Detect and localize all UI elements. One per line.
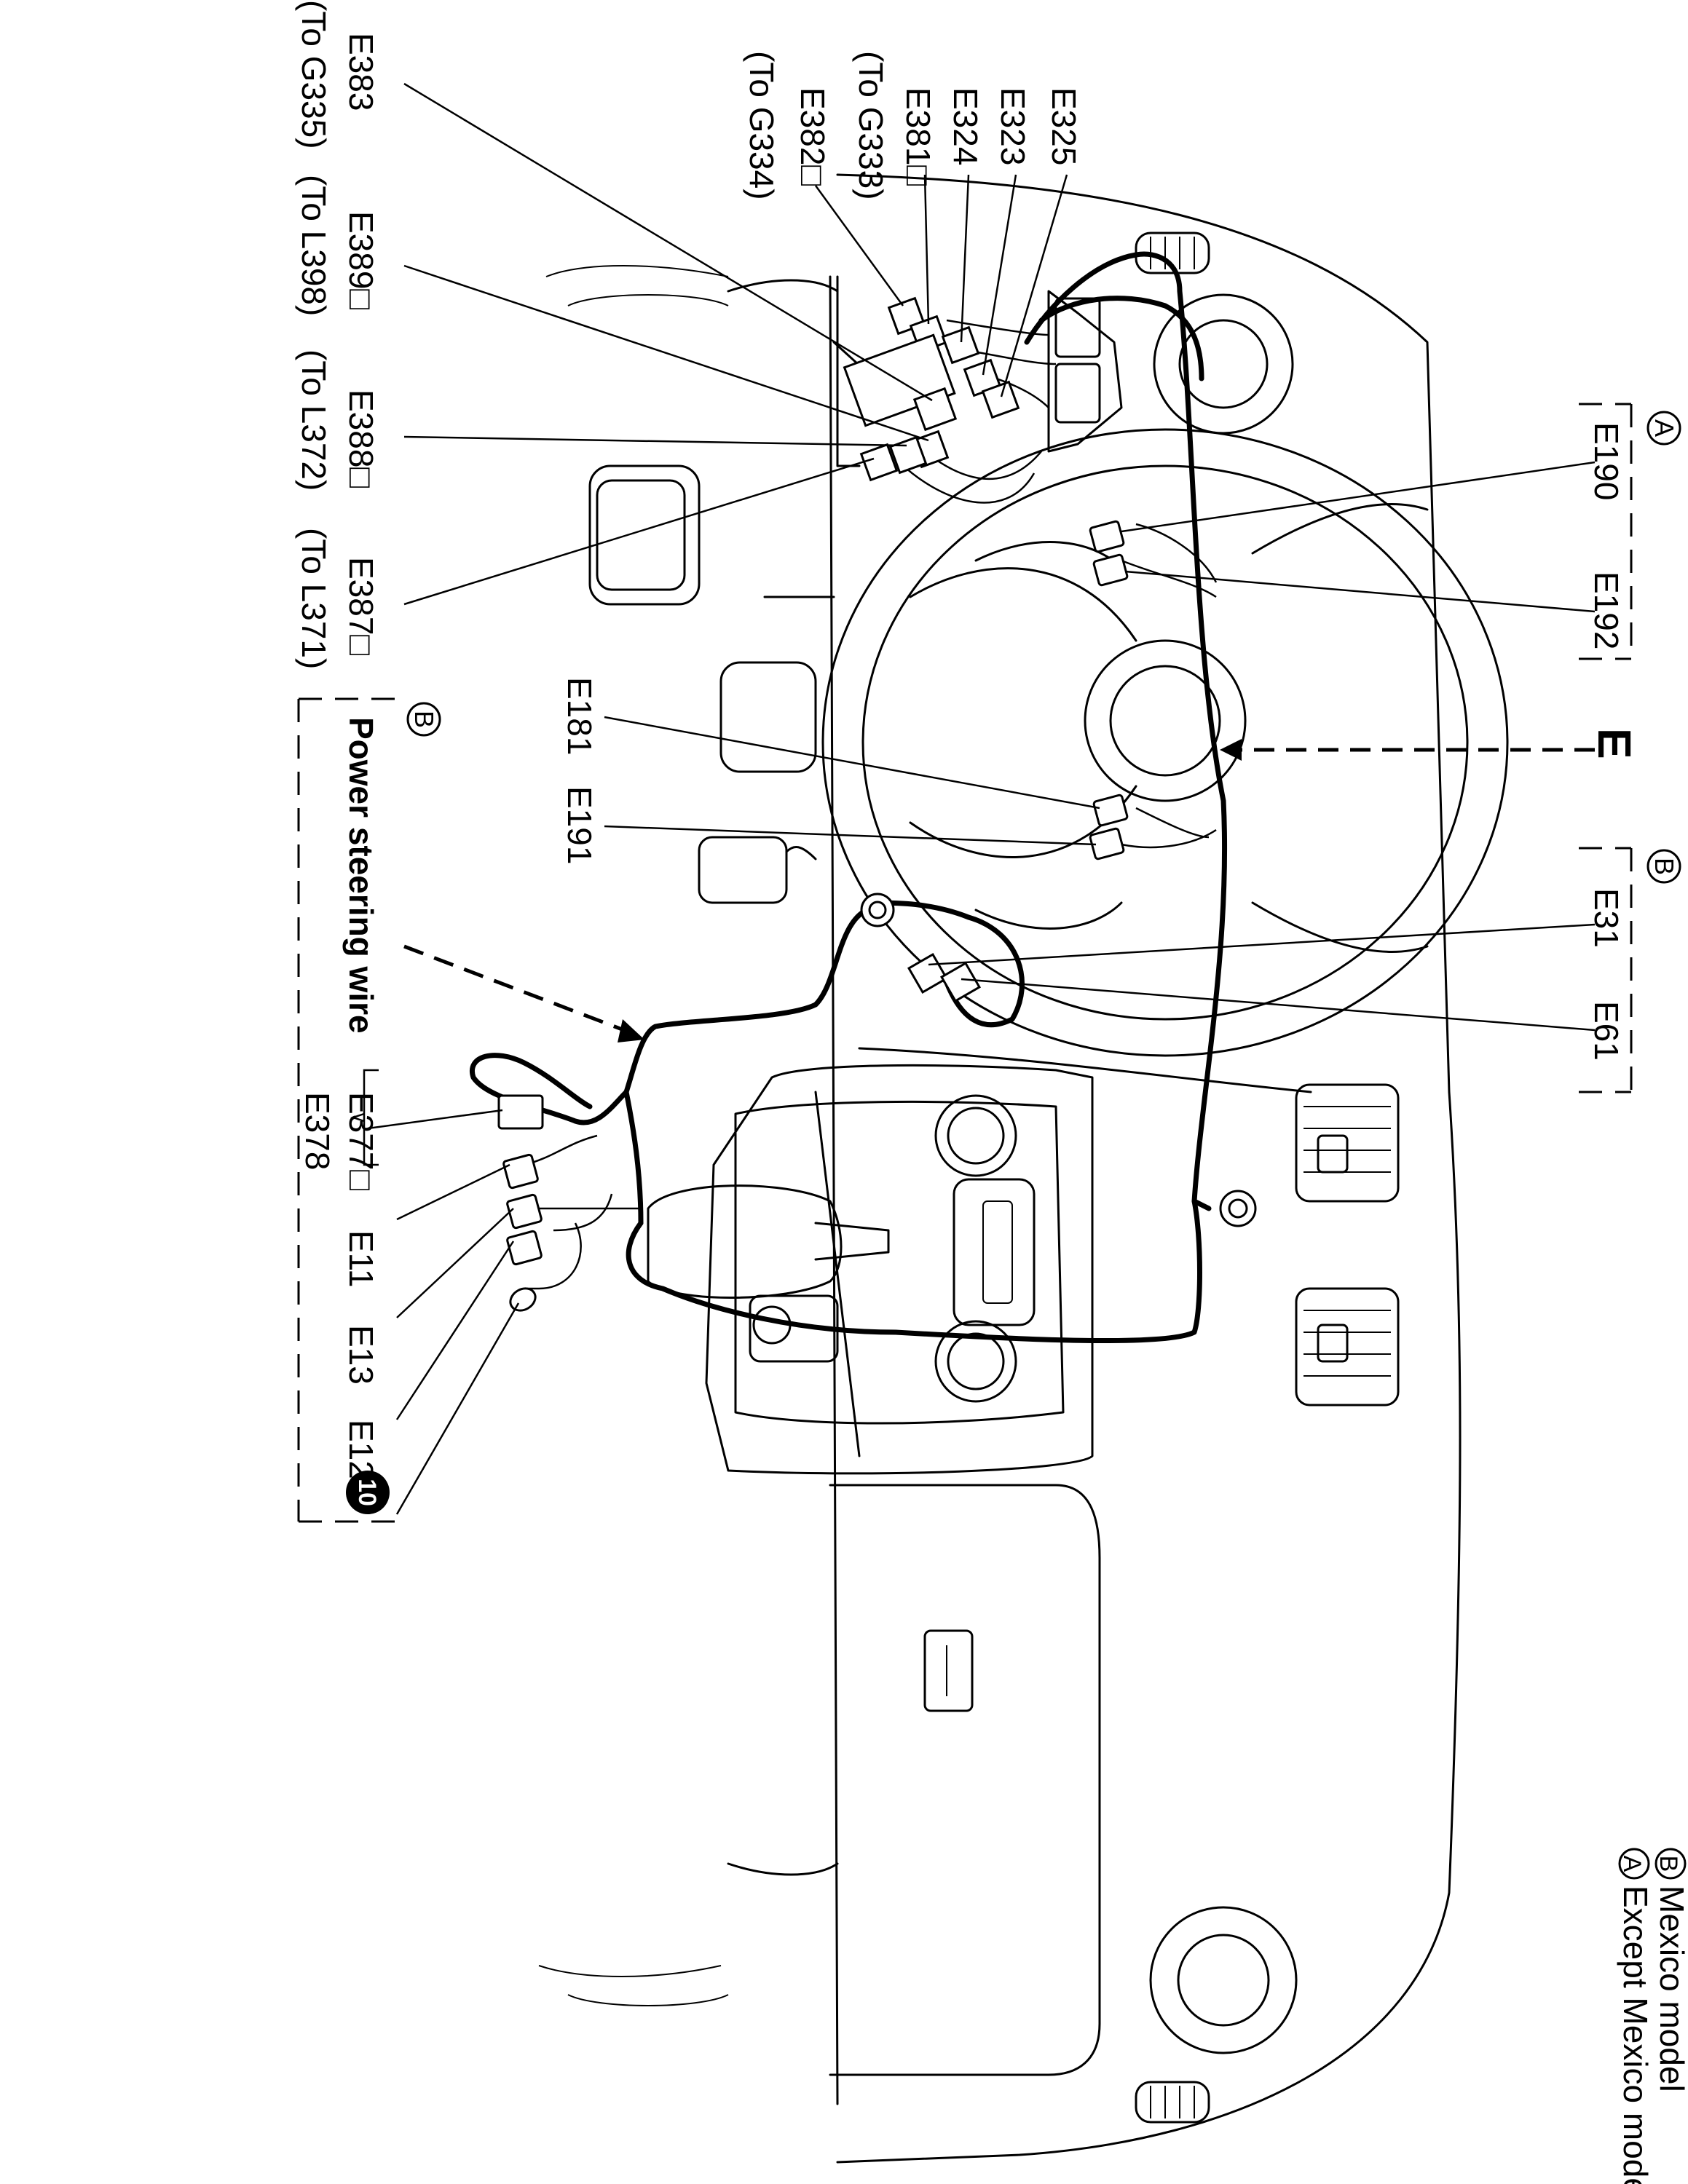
column-connector-labels: E181 E191 xyxy=(561,677,599,864)
connector-e192 xyxy=(1092,553,1129,587)
left-lower-switch xyxy=(698,836,788,904)
steering-wheel-rim xyxy=(821,428,1509,1057)
label-to-g333: (To G333) xyxy=(852,51,890,200)
label-e61: E61 xyxy=(1588,1001,1625,1061)
left-switch-panel xyxy=(719,661,817,773)
left-connector-labels: E383 E389□ E388□ E387□ (To G335) (To L39… xyxy=(295,0,380,669)
ground-number-badge xyxy=(346,1471,390,1514)
connector-e383 xyxy=(912,387,958,432)
group-a-marker: A xyxy=(1649,419,1679,437)
power-steering-marker: B xyxy=(409,711,439,728)
label-e388: E388□ xyxy=(342,389,380,488)
label-to-l372: (To L372) xyxy=(295,349,333,491)
label-e389: E389□ xyxy=(342,211,380,309)
label-e190: E190 xyxy=(1588,422,1625,500)
label-e378: E378 xyxy=(299,1092,336,1170)
hvac-knob-right xyxy=(934,1320,1017,1403)
legend-a-marker: A xyxy=(1618,1856,1646,1872)
center-vent-right xyxy=(1295,1287,1400,1406)
label-e192: E192 xyxy=(1588,571,1625,649)
legend: A Except Mexico model B Mexico model xyxy=(1617,1848,1688,2184)
ground-number: 10 xyxy=(353,1479,381,1506)
legend-a-text: Except Mexico model xyxy=(1617,1886,1655,2184)
connector-e11 xyxy=(502,1153,539,1190)
shift-lever xyxy=(647,1184,843,1299)
label-e31: E31 xyxy=(1588,888,1625,948)
legend-b-marker: B xyxy=(1655,1856,1682,1872)
connector-e181 xyxy=(1092,794,1129,827)
label-e383: E383 xyxy=(342,33,380,111)
view-marker-e: E xyxy=(1588,728,1641,759)
label-to-g335: (To G335) xyxy=(295,0,333,149)
top-connector-labels: E325 E323 E324 E381□ (To G333) E382□ (To… xyxy=(743,51,1083,200)
brackets xyxy=(297,403,1633,1523)
connector-e12 xyxy=(506,1230,543,1266)
hvac-knob-left xyxy=(934,1094,1017,1177)
group-a-labels: A E190 E192 xyxy=(1588,411,1681,649)
view-arrow-head xyxy=(1220,739,1242,761)
label-e181: E181 xyxy=(561,677,599,755)
label-e377: E377□ xyxy=(342,1092,380,1190)
label-to-l371: (To L371) xyxy=(295,528,333,669)
label-e387: E387□ xyxy=(342,557,380,655)
connectors xyxy=(497,296,1257,1312)
right-round-vent xyxy=(1149,1906,1298,2054)
left-lower-trim xyxy=(588,464,701,606)
connector-e191 xyxy=(1089,827,1125,860)
legend-b-text: Mexico model xyxy=(1653,1886,1688,2092)
label-e323: E323 xyxy=(994,87,1032,165)
right-side-vent-slats xyxy=(1150,2086,1195,2118)
label-e381: E381□ xyxy=(899,87,937,186)
label-e12: E12 xyxy=(342,1420,380,1479)
center-vent-left xyxy=(1295,1083,1400,1203)
power-steering-title: Power steering wire xyxy=(342,717,380,1034)
label-e13: E13 xyxy=(342,1325,380,1385)
connector-e61 xyxy=(939,961,982,1003)
connector-e31 xyxy=(907,952,949,994)
label-e325: E325 xyxy=(1045,87,1083,165)
label-e382: E382□ xyxy=(794,87,832,186)
connector-e190 xyxy=(1089,520,1125,553)
connector-e377-e378 xyxy=(497,1094,544,1130)
label-to-l398: (To L398) xyxy=(295,175,333,316)
power-steering-arrow-head xyxy=(618,1019,644,1042)
connector-e324 xyxy=(941,325,980,365)
group-b-top-labels: B E31 E61 xyxy=(1588,849,1681,1061)
label-e191: E191 xyxy=(561,786,599,864)
glove-box-handle xyxy=(923,1629,974,1712)
instrument-panel-drawing xyxy=(538,173,1509,2164)
hvac-control-panel xyxy=(953,1178,1036,1326)
connector-e387 xyxy=(859,443,899,482)
label-to-g334: (To G334) xyxy=(743,51,781,200)
steering-wheel-hub xyxy=(1084,639,1247,802)
connector-e13 xyxy=(506,1193,543,1230)
connector-e325 xyxy=(981,380,1020,419)
label-e324: E324 xyxy=(947,87,985,165)
left-round-vent xyxy=(1153,293,1294,435)
power-steering-labels: B Power steering wire E377□ E378 E11 E13… xyxy=(299,702,441,1514)
label-e11: E11 xyxy=(342,1230,380,1287)
group-b-top-marker: B xyxy=(1649,858,1679,875)
right-side-vent xyxy=(1135,2081,1210,2124)
leader-lines xyxy=(367,82,1596,1515)
